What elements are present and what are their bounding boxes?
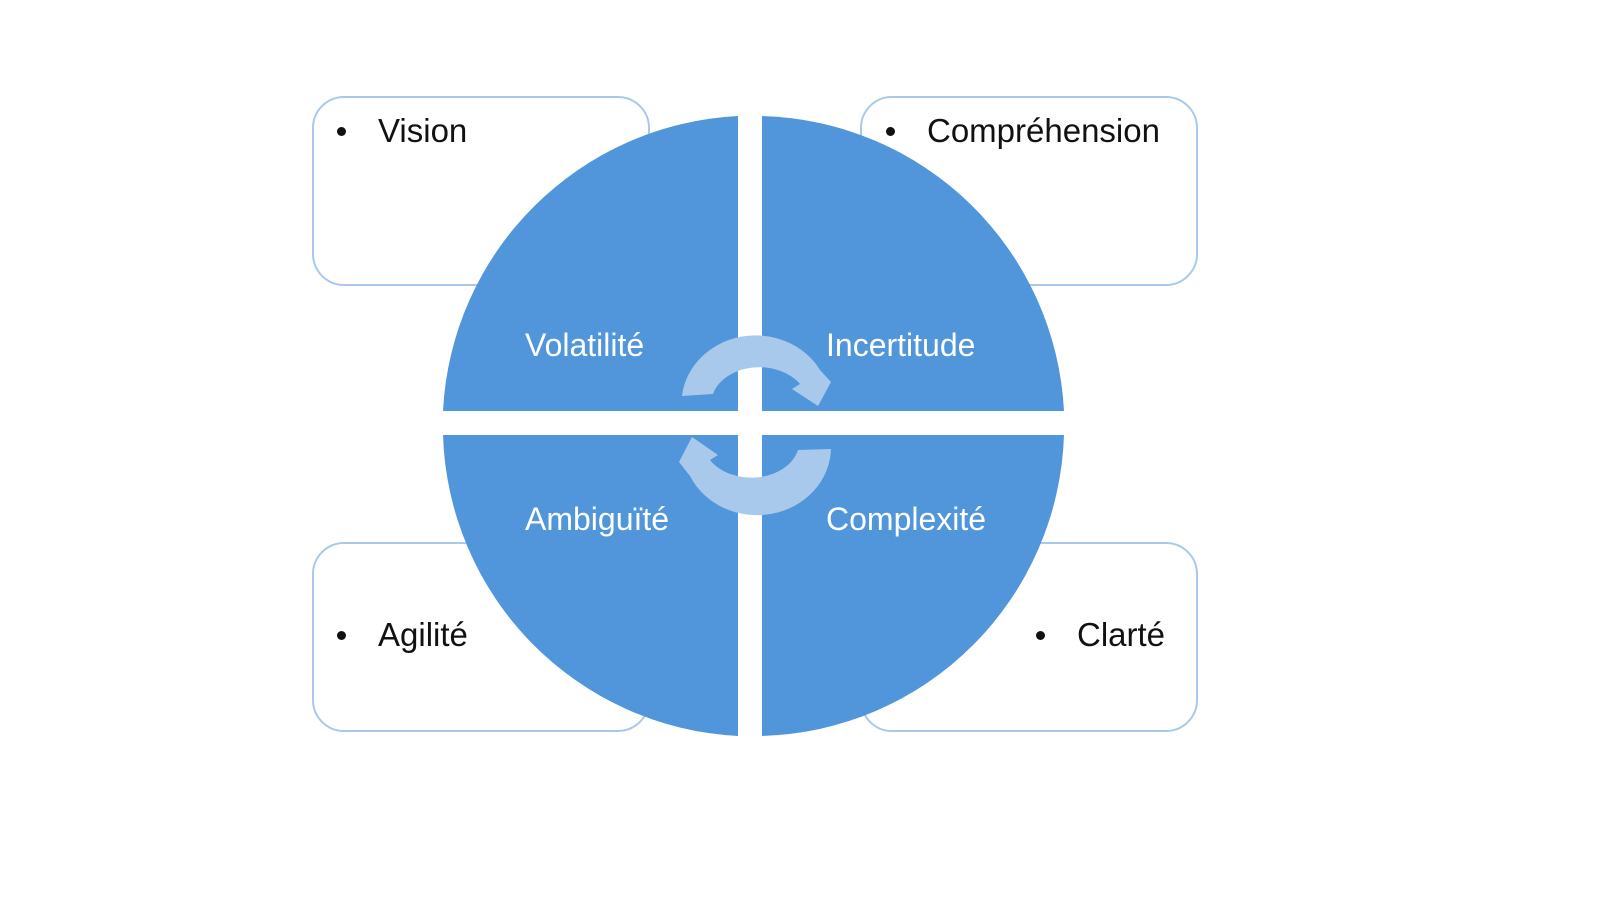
quadrant-volatilite <box>443 116 738 411</box>
quadrant-incertitude <box>762 116 1064 411</box>
quadrant-label-complexite: Complexité <box>826 501 987 537</box>
callout-text-vision: Vision <box>378 112 468 149</box>
bullet-icon <box>1036 630 1045 640</box>
quadrant-label-ambiguite: Ambiguïté <box>525 501 670 537</box>
callout-text-comprehension: Compréhension <box>927 112 1160 149</box>
callout-text-clarte: Clarté <box>1077 616 1166 653</box>
cycle-arrow-top <box>682 335 831 406</box>
callout-item-comprehension: Compréhension <box>886 112 1160 150</box>
circular-cycle-arrows-icon <box>679 335 831 516</box>
bullet-icon <box>886 126 895 136</box>
bullet-icon <box>337 126 346 136</box>
callout-item-vision: Vision <box>337 112 467 150</box>
quadrant-ambiguite <box>443 435 738 736</box>
quadrant-complexite <box>762 435 1064 736</box>
quadrant-label-volatilite: Volatilité <box>525 327 645 363</box>
bullet-icon <box>337 630 346 640</box>
callout-item-clarte: Clarté <box>1036 616 1165 654</box>
callout-text-agilite: Agilité <box>378 616 468 653</box>
quadrant-label-incertitude: Incertitude <box>826 327 976 363</box>
callout-item-agilite: Agilité <box>337 616 468 654</box>
cycle-arrow-bottom <box>679 437 831 516</box>
